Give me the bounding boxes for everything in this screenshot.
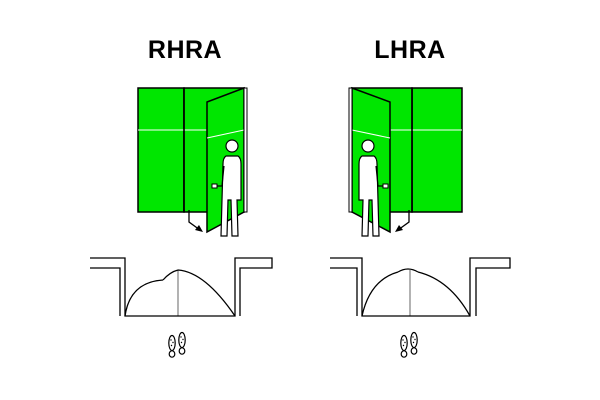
door-label-right: LHRA — [374, 36, 446, 64]
door-label-left: RHRA — [147, 36, 223, 64]
door-plan-icon — [90, 257, 273, 317]
swing-arrow-icon-right — [395, 210, 410, 232]
footprints-icon — [168, 331, 186, 358]
swing-arrow-icon — [188, 210, 203, 232]
door-plan-icon-right — [330, 257, 511, 317]
footprints-icon-right — [400, 331, 418, 358]
